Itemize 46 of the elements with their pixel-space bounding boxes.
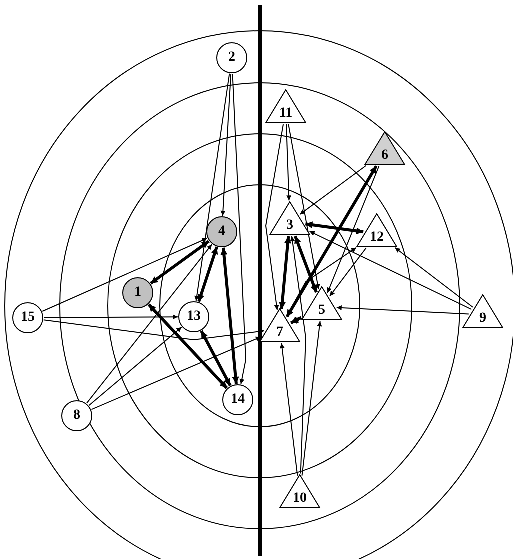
arrow: [198, 246, 218, 302]
arrow: [394, 247, 474, 308]
node-label: 3: [286, 219, 294, 233]
node-label: 13: [187, 310, 201, 324]
arrow: [232, 73, 246, 385]
node-label: 11: [279, 107, 293, 121]
arrow: [288, 124, 320, 290]
arrow: [290, 316, 302, 324]
arrow: [286, 124, 292, 202]
node-label: 7: [276, 326, 284, 340]
node-label: 6: [382, 149, 388, 163]
arrow: [220, 248, 240, 384]
arrow: [44, 314, 178, 320]
arrow: [86, 244, 213, 404]
arrow: [279, 236, 292, 310]
arrow: [327, 166, 380, 294]
arrow: [200, 330, 232, 387]
arrow: [294, 236, 318, 294]
node-label: 5: [318, 304, 326, 318]
arrow: [309, 231, 472, 310]
arrow: [286, 166, 378, 318]
arrow: [148, 304, 228, 390]
node-label: 9: [480, 312, 486, 326]
arrow: [300, 165, 367, 216]
node-label: 4: [218, 225, 226, 239]
node-label: 14: [231, 393, 245, 407]
arrow: [150, 240, 210, 285]
arrow: [286, 247, 358, 318]
arrow: [336, 306, 470, 315]
arrow: [88, 326, 182, 406]
node-label: 10: [293, 492, 307, 506]
arrow: [194, 73, 230, 302]
arrow: [42, 238, 208, 312]
arrow: [43, 320, 265, 340]
arrow: [290, 236, 306, 474]
arrow: [330, 248, 367, 297]
node-label: 12: [370, 231, 384, 245]
node-label: 15: [21, 311, 35, 325]
node-label: 8: [74, 409, 80, 423]
arrow: [302, 321, 322, 476]
arrow: [280, 343, 298, 476]
arrow: [305, 222, 364, 235]
arrow: [266, 124, 284, 311]
arrow: [220, 73, 232, 217]
node-label: 2: [228, 51, 236, 65]
node-label: 1: [134, 286, 142, 300]
